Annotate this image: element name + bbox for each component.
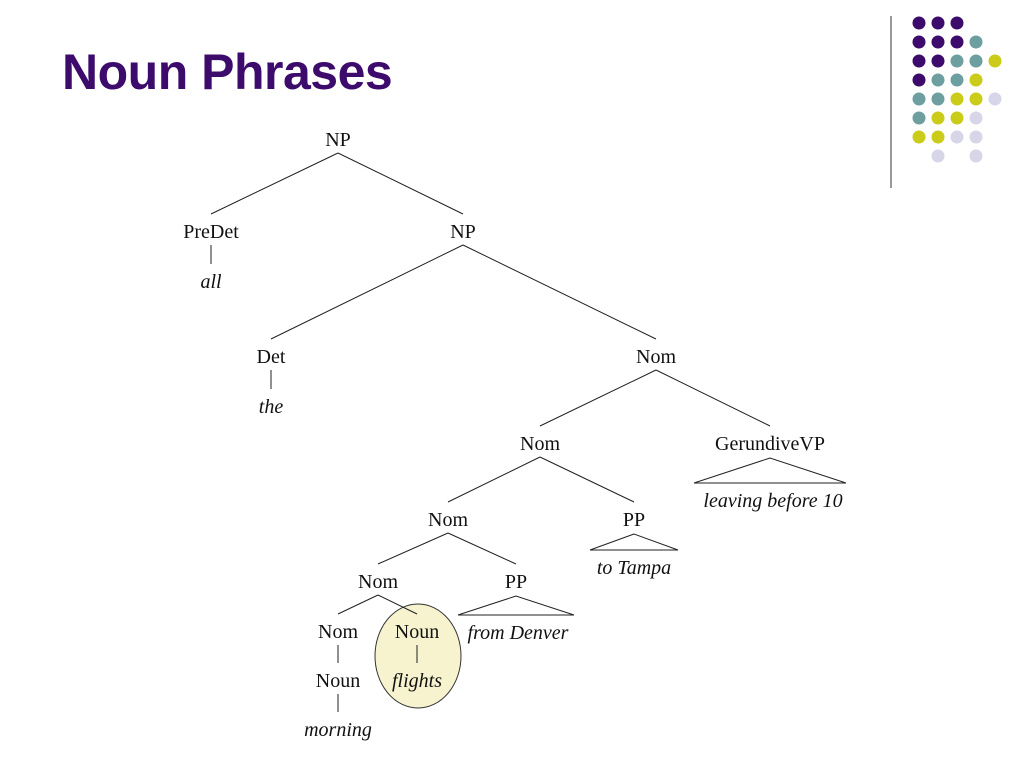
tree-node-np2: NP [450, 221, 476, 243]
decor-dot-purple [912, 35, 926, 49]
decor-dot-purple [931, 16, 945, 30]
tree-node-flights: flights [392, 670, 442, 692]
highlight-oval [374, 603, 462, 709]
tree-node-the: the [259, 396, 284, 418]
decor-dot-teal [931, 92, 945, 106]
decor-dot-purple [931, 35, 945, 49]
tree-edge-nom4-nom5 [337, 594, 379, 615]
slide-title: Noun Phrases [62, 44, 393, 100]
tree-node-np1: NP [325, 129, 351, 151]
decor-dot-lavender [931, 149, 945, 163]
tree-node-all: all [200, 271, 222, 293]
decor-dot-yellow [912, 130, 926, 144]
tree-edge-np1-predet [210, 152, 339, 215]
decor-dot-purple [912, 73, 926, 87]
decor-dot-lavender [988, 92, 1002, 106]
tree-node-det: Det [257, 346, 286, 368]
decor-dot-teal [931, 73, 945, 87]
tree-edge-np1-np2 [337, 152, 464, 215]
decor-dot-purple [912, 54, 926, 68]
tree-edge-nom3-pp2 [447, 532, 517, 565]
tree-edge-nom4-noun_head [377, 594, 418, 615]
tree-triangle-leaving [693, 457, 847, 484]
tree-edge-nom1-gerundvp [655, 369, 771, 427]
tree-node-nom2: Nom [520, 433, 560, 455]
tree-node-predet: PreDet [183, 221, 239, 243]
tree-edge-nom1-nom2 [539, 369, 657, 427]
decor-dot-lavender [969, 149, 983, 163]
decor-dot-yellow [969, 73, 983, 87]
corner-decoration [890, 16, 1002, 188]
tree-node-leaving: leaving before 10 [703, 490, 842, 512]
tree-node-totampa: to Tampa [597, 557, 671, 579]
tree-node-pp2: PP [505, 571, 527, 593]
tree-node-nom3: Nom [428, 509, 468, 531]
tree-edge-nom2-pp1 [539, 456, 635, 503]
decor-dot-purple [931, 54, 945, 68]
tree-triangle-fromdenver [457, 595, 575, 616]
tree-node-noun_head: Noun [395, 621, 439, 643]
decor-dot-lavender [950, 130, 964, 144]
tree-edge-nom2-nom3 [447, 456, 541, 503]
decor-dot-purple [950, 35, 964, 49]
decor-dot-lavender [969, 130, 983, 144]
decor-dot-purple [912, 16, 926, 30]
decor-dot-yellow [988, 54, 1002, 68]
decor-dot-teal [950, 73, 964, 87]
tree-triangle-totampa [589, 533, 679, 551]
tree-node-nom4: Nom [358, 571, 398, 593]
decor-dot-teal [912, 92, 926, 106]
decor-dot-yellow [950, 111, 964, 125]
decor-dot-teal [912, 111, 926, 125]
tree-node-pp1: PP [623, 509, 645, 531]
tree-edge-np2-det [270, 244, 464, 340]
decor-dot-lavender [969, 111, 983, 125]
decor-dot-yellow [931, 130, 945, 144]
tree-node-gerundvp: GerundiveVP [715, 433, 825, 455]
tree-node-morning: morning [304, 719, 372, 741]
tree-edge-nom3-nom4 [377, 532, 449, 565]
decor-dot-teal [969, 54, 983, 68]
tree-node-nom5: Nom [318, 621, 358, 643]
decor-dot-yellow [931, 111, 945, 125]
tree-edge-np2-nom1 [462, 244, 657, 340]
decor-dot-yellow [950, 92, 964, 106]
decor-dot-teal [950, 54, 964, 68]
tree-node-nom1: Nom [636, 346, 676, 368]
tree-node-fromdenver: from Denver [468, 622, 569, 644]
decor-dot-teal [969, 35, 983, 49]
decor-dot-yellow [969, 92, 983, 106]
decor-dot-purple [950, 16, 964, 30]
tree-node-noun2: Noun [316, 670, 360, 692]
